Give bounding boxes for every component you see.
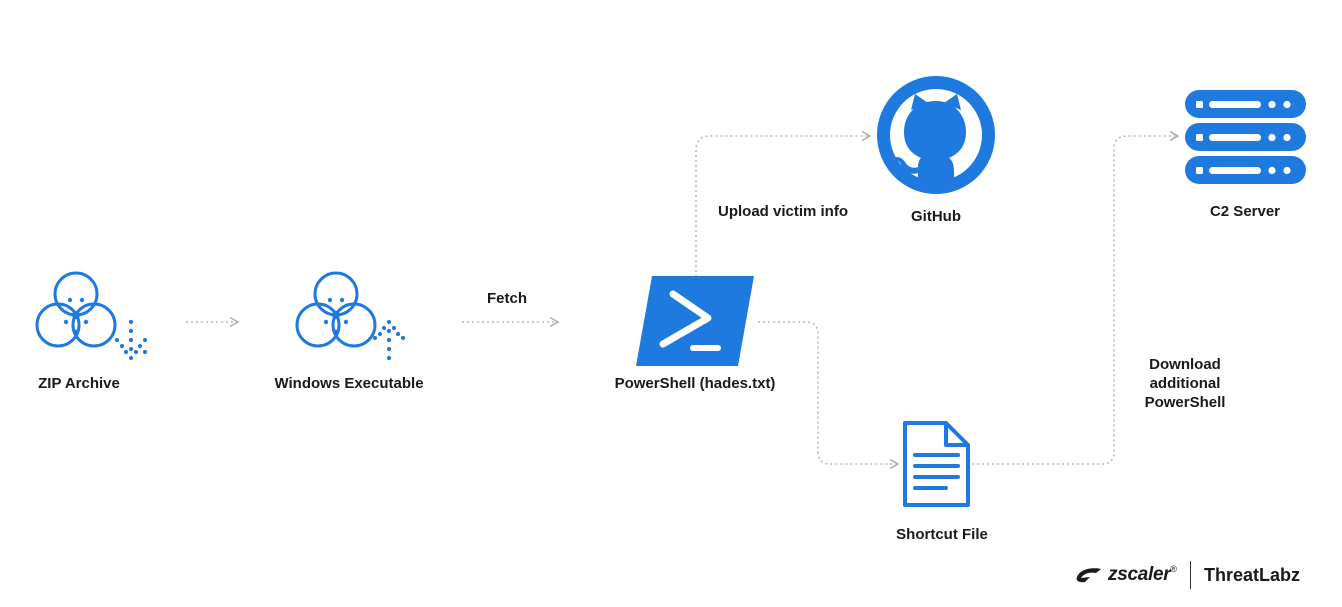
branding: zscaler ® ThreatLabz [1074, 561, 1300, 589]
zscaler-logo-icon [1076, 568, 1101, 583]
brand-trademark: ® [1170, 564, 1177, 574]
node-label-powershell: PowerShell (hades.txt) [614, 375, 776, 392]
brand-company: zscaler [1108, 564, 1171, 585]
edge-label-line: additional [1149, 375, 1221, 392]
node-label-c2-server: C2 Server [1209, 203, 1281, 220]
edge-shortcut-to-c2 [972, 130, 1180, 465]
node-label-zip-archive: ZIP Archive [38, 375, 120, 392]
edge-powershell-to-shortcut [758, 321, 900, 470]
edge-label-line: PowerShell [1144, 394, 1226, 411]
edge-label-upload-victim-info: Upload victim info [717, 203, 849, 220]
biohazard-upload-icon [295, 271, 406, 361]
powershell-icon [636, 276, 754, 366]
edge-label-line: Download [1149, 356, 1221, 373]
node-label-windows-executable: Windows Executable [274, 375, 424, 392]
brand-product: ThreatLabz [1203, 564, 1300, 585]
connectors [186, 130, 1180, 470]
biohazard-download-icon [35, 271, 148, 361]
edge-label-fetch: Fetch [486, 290, 528, 307]
brand-divider [1189, 561, 1191, 589]
github-icon [877, 76, 995, 194]
document-icon [903, 421, 970, 507]
node-label-shortcut-file: Shortcut File [896, 526, 988, 543]
edge-label-download-additional-powershell: Download additional PowerShell [1145, 355, 1226, 412]
server-rack-icon [1185, 90, 1306, 184]
node-label-github: GitHub [911, 208, 961, 225]
